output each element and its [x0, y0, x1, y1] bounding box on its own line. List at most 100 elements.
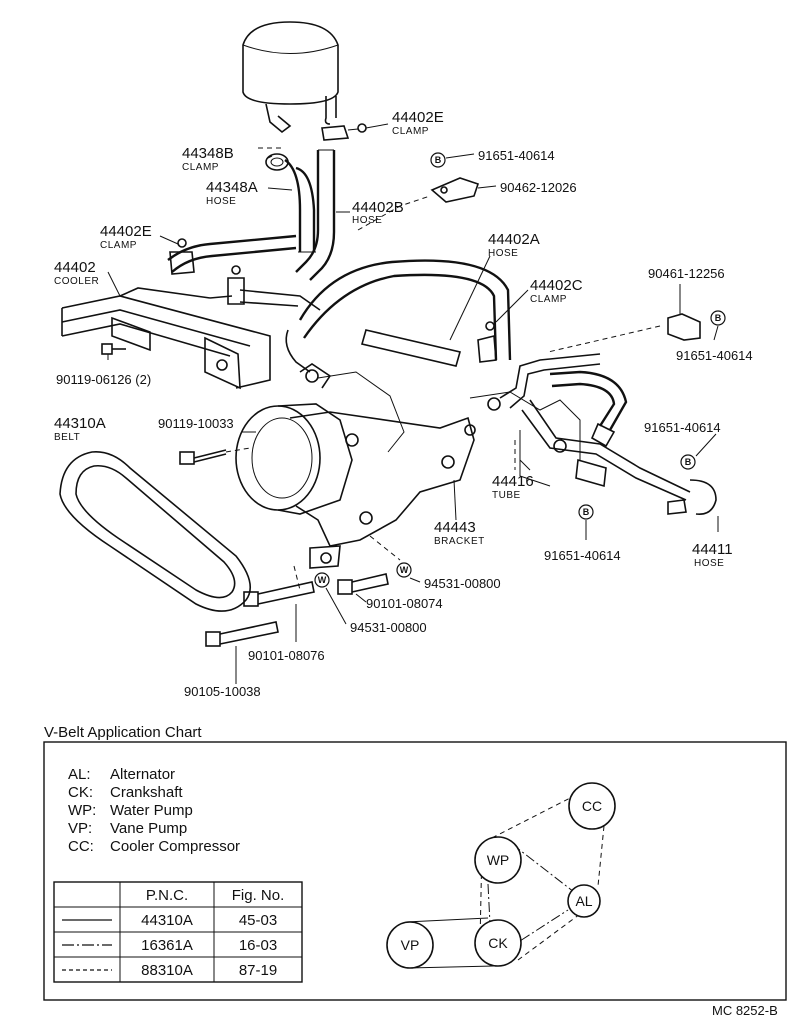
hose-44411	[549, 370, 717, 516]
svg-text:HOSE: HOSE	[206, 196, 236, 207]
engine-block-outline	[317, 371, 581, 487]
callout-44348a: 44348A HOSE	[206, 179, 258, 207]
pulley-cc	[568, 782, 616, 830]
reservoir-tank	[242, 21, 339, 134]
svg-text:HOSE: HOSE	[488, 248, 518, 259]
callout-44402a: 44402A HOSE	[488, 231, 540, 259]
svg-text:44402C: 44402C	[530, 277, 583, 294]
clamp-90461-12256	[667, 313, 701, 341]
guide-line	[357, 195, 431, 231]
table-row-pnc: 88310A	[141, 962, 193, 979]
callout-94531-00800-a: 94531-00800	[424, 576, 501, 591]
svg-text:HOSE: HOSE	[352, 215, 382, 226]
svg-text:44402A: 44402A	[488, 231, 540, 248]
svg-text:B: B	[715, 313, 722, 323]
bolt-90119-06126	[101, 343, 126, 355]
svg-text:44402E: 44402E	[100, 223, 152, 240]
callout-44443: 44443 BRACKET	[434, 519, 485, 547]
belt-44310a	[59, 451, 252, 612]
callout-44402: 44402 COOLER	[54, 259, 99, 287]
callout-44402c: 44402C CLAMP	[530, 277, 583, 305]
svg-text:Crankshaft: Crankshaft	[110, 784, 183, 801]
bracket-90462-12026	[430, 177, 480, 203]
pulley-ck	[474, 919, 522, 967]
bolt-90101-08076	[243, 581, 315, 607]
bolt-90101-08074	[337, 573, 389, 595]
guide-line	[293, 565, 301, 591]
callout-44348b: 44348B CLAMP	[182, 145, 234, 173]
svg-text:44348A: 44348A	[206, 179, 258, 196]
svg-text:AL:: AL:	[68, 766, 91, 783]
callout-90101-08074: 90101-08074	[366, 596, 443, 611]
chart-legend: AL: Alternator CK: Crankshaft WP: Water …	[68, 766, 240, 855]
table-row-pnc: 44310A	[141, 912, 193, 929]
svg-text:HOSE: HOSE	[694, 558, 724, 569]
washer-marker-w: W W	[314, 562, 412, 588]
clamp-44402e-top	[321, 123, 367, 141]
svg-text:Vane Pump: Vane Pump	[110, 820, 187, 837]
clamp-44402c	[477, 321, 497, 363]
callout-91651-40614-top: 91651-40614	[478, 148, 555, 163]
svg-text:CC:: CC:	[68, 838, 94, 855]
svg-text:Water Pump: Water Pump	[110, 802, 193, 819]
svg-text:44402B: 44402B	[352, 199, 404, 216]
svg-text:VP: VP	[401, 937, 420, 953]
bolt-90119-10033	[179, 449, 227, 465]
svg-text:44402: 44402	[54, 259, 96, 276]
svg-text:CLAMP: CLAMP	[100, 240, 137, 251]
callout-44402b: 44402B HOSE	[352, 199, 404, 226]
belt-routing-diagram: CC WP AL VP CK	[386, 782, 616, 969]
bolt-marker-b: B B B B	[430, 152, 726, 520]
pulley-al	[567, 884, 601, 918]
callout-44402e-top: 44402E CLAMP	[392, 109, 444, 137]
svg-text:WP:: WP:	[68, 802, 96, 819]
pnc-table: P.N.C. Fig. No. 44310A 45-03 16361A 16-0…	[53, 881, 303, 983]
tube-44416	[487, 353, 691, 501]
svg-text:CC: CC	[582, 798, 602, 814]
pulley-wp	[474, 836, 522, 884]
svg-text:CLAMP: CLAMP	[530, 294, 567, 305]
table-row-fig: 16-03	[239, 937, 277, 954]
svg-text:BRACKET: BRACKET	[434, 536, 485, 547]
svg-text:CLAMP: CLAMP	[182, 162, 219, 173]
guide-line	[547, 325, 661, 353]
callout-44402e-left: 44402E CLAMP	[100, 223, 152, 251]
pulley-vp	[386, 921, 434, 969]
callout-91651-40614-r2: 91651-40614	[644, 420, 721, 435]
svg-text:CK: CK	[488, 935, 508, 951]
callout-90119-10033: 90119-10033	[158, 416, 234, 431]
callout-90105-10038: 90105-10038	[184, 684, 261, 699]
svg-text:W: W	[400, 565, 409, 575]
svg-text:AL: AL	[575, 893, 592, 909]
table-row-pnc: 16361A	[141, 937, 193, 954]
svg-text:VP:: VP:	[68, 820, 92, 837]
guide-line	[225, 447, 251, 453]
svg-text:W: W	[318, 575, 327, 585]
hose-44402a	[285, 259, 512, 373]
callout-90462-12026: 90462-12026	[500, 180, 577, 195]
svg-text:44443: 44443	[434, 519, 476, 536]
table-header-fig: Fig. No.	[232, 887, 285, 904]
callout-94531-00800-b: 94531-00800	[350, 620, 427, 635]
svg-text:44348B: 44348B	[182, 145, 234, 162]
callout-44411: 44411 HOSE	[692, 541, 733, 569]
svg-text:CLAMP: CLAMP	[392, 126, 429, 137]
svg-text:Alternator: Alternator	[110, 766, 175, 783]
hose-44402b	[295, 149, 336, 281]
svg-text:TUBE: TUBE	[492, 490, 521, 501]
callout-91651-40614-r3: 91651-40614	[544, 548, 621, 563]
callout-90461-12256: 90461-12256	[648, 266, 725, 281]
table-header-pnc: P.N.C.	[146, 887, 188, 904]
table-row-fig: 45-03	[239, 912, 277, 929]
svg-text:B: B	[583, 507, 590, 517]
svg-text:BELT: BELT	[54, 432, 80, 443]
svg-text:44402E: 44402E	[392, 109, 444, 126]
clamp-44348b	[265, 153, 289, 171]
table-row-fig: 87-19	[239, 962, 277, 979]
svg-text:WP: WP	[487, 852, 510, 868]
callout-91651-40614-r1: 91651-40614	[676, 348, 753, 363]
callout-90119-06126: 90119-06126 (2)	[56, 372, 151, 387]
callout-44416: 44416 TUBE	[492, 473, 534, 501]
